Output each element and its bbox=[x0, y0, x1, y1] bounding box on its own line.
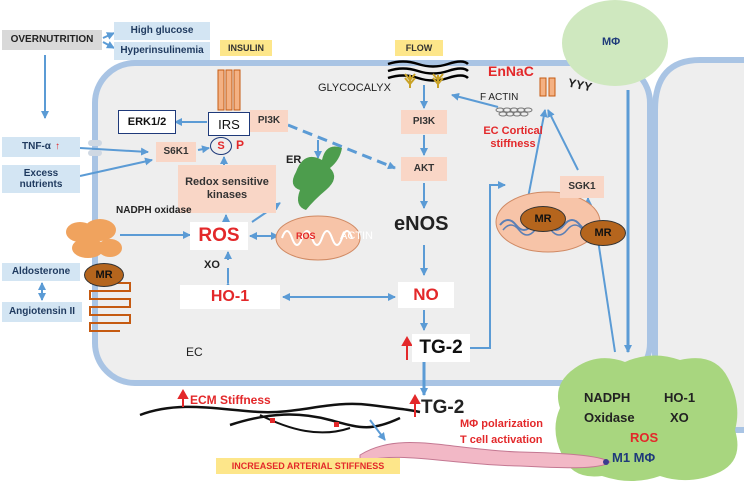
tnf-box: TNF-α↑ bbox=[2, 137, 80, 157]
ho1-box: HO-1 bbox=[180, 285, 280, 309]
f-actin-icon bbox=[495, 107, 533, 117]
m1-nadph-label: NADPH bbox=[584, 390, 631, 405]
increase-arrows bbox=[177, 335, 421, 417]
ros-mito-label: ROS bbox=[296, 231, 316, 241]
xo-label: XO bbox=[204, 259, 220, 271]
m1-ros-label: ROS bbox=[630, 430, 659, 445]
er-label: ER bbox=[286, 154, 302, 166]
erk-box: ERK1/2 bbox=[118, 110, 176, 134]
overnutrition-box: OVERNUTRITION bbox=[2, 30, 102, 50]
phospho-marker: P bbox=[236, 138, 245, 152]
mr-nucleus-badge: MR bbox=[520, 206, 566, 232]
aldosterone-box: Aldosterone bbox=[2, 263, 80, 281]
er-icon bbox=[292, 146, 342, 210]
arterial-stiffness-box: INCREASED ARTERIAL STIFFNESS bbox=[216, 458, 400, 474]
serine-marker: S bbox=[210, 137, 232, 155]
sgk1-box: SGK1 bbox=[560, 176, 604, 198]
glycocalyx-icon bbox=[404, 73, 444, 88]
nadph-oxidase-icon bbox=[66, 219, 122, 258]
flow-line-3 bbox=[387, 74, 469, 82]
ec-label: EC bbox=[186, 345, 203, 359]
angiotensin-box: Angiotensin II bbox=[2, 302, 82, 322]
m1-macrophage-label: M1 MΦ bbox=[612, 450, 656, 465]
tg2-cell-box: TG-2 bbox=[412, 334, 470, 362]
insulin-box: INSULIN bbox=[220, 40, 272, 56]
ennac-channel-icon bbox=[539, 77, 556, 97]
mitochondria-icon bbox=[275, 215, 361, 261]
tg2-outside-label: TG-2 bbox=[421, 397, 465, 418]
mr-receptor-coil-icon bbox=[89, 282, 131, 332]
irs-box: IRS bbox=[208, 112, 250, 136]
mr-right-badge: MR bbox=[580, 220, 626, 246]
flow-line-2 bbox=[387, 67, 469, 75]
tcell-activation-label: T cell activation bbox=[460, 434, 543, 446]
m1-oxidase-label: Oxidase bbox=[584, 410, 635, 425]
m1-ho1-label: HO-1 bbox=[664, 390, 696, 405]
pi3k-center-box: PI3K bbox=[401, 110, 447, 134]
excess-nutrients-box: Excess nutrients bbox=[2, 165, 80, 193]
macrophage-top bbox=[562, 0, 668, 86]
akt-box: AKT bbox=[401, 157, 447, 181]
glycocalyx-label: GLYCOCALYX bbox=[318, 82, 391, 94]
no-box: NO bbox=[398, 282, 454, 308]
ecm-fiber-3 bbox=[259, 414, 351, 434]
high-glucose-box: High glucose bbox=[114, 22, 210, 40]
f-actin-label: F ACTIN bbox=[480, 92, 519, 103]
ennac-label: EnNaC bbox=[488, 63, 534, 79]
s6k1-box: S6K1 bbox=[156, 142, 196, 162]
ros-box: ROS bbox=[190, 222, 248, 250]
flow-box: FLOW bbox=[395, 40, 443, 56]
mphi-polarization-label: MΦ polarization bbox=[460, 418, 543, 430]
tnf-receptor-icon bbox=[88, 140, 102, 156]
macrophage-m1 bbox=[555, 355, 738, 481]
redox-kinases-box: Redox sensitive kinases bbox=[178, 165, 276, 213]
actin-mito-label: ACTIN bbox=[340, 230, 373, 242]
nadph-oxidase-label: NADPH oxidase bbox=[116, 205, 192, 216]
hyperinsulinemia-box: Hyperinsulinemia bbox=[114, 42, 210, 60]
mr-left-badge: MR bbox=[84, 263, 124, 287]
ecm-fiber-1 bbox=[139, 402, 421, 417]
insulin-receptor-icon bbox=[217, 69, 241, 111]
macrophage-top-label: MΦ bbox=[602, 36, 621, 48]
enos-label: eNOS bbox=[394, 213, 449, 235]
flow-line-1 bbox=[387, 60, 469, 68]
ec-cortical-label: EC Cortical stiffness bbox=[483, 125, 543, 151]
pi3k-left-box: PI3K bbox=[250, 110, 288, 132]
m1-xo-label: XO bbox=[670, 410, 689, 425]
artery-icon bbox=[359, 442, 611, 469]
ecm-stiffness-label: ECM Stiffness bbox=[190, 393, 271, 407]
